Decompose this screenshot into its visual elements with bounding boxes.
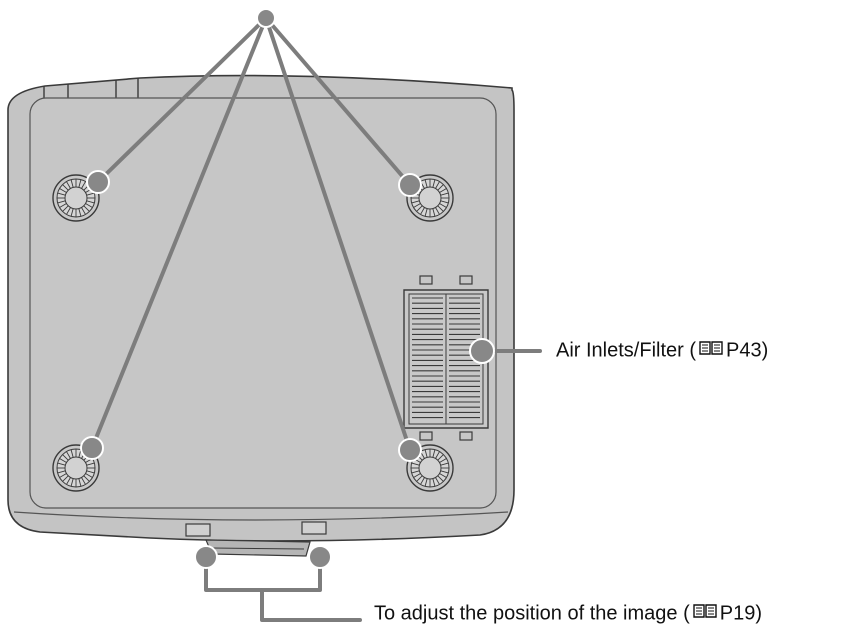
- callout-dots: [80, 8, 495, 569]
- book-icon: [699, 340, 723, 360]
- air-inlets-label-text: Air Inlets/Filter (: [556, 339, 697, 362]
- air-inlet-filter: [403, 275, 489, 441]
- projector-body: [7, 74, 515, 557]
- adjust-page-ref: P19): [719, 602, 762, 625]
- air-inlets-page-ref: P43): [726, 339, 769, 362]
- adjust-label-text: To adjust the position of the image (: [374, 602, 690, 625]
- feet-group: [52, 174, 454, 492]
- air-inlets-filter-label: Air Inlets/Filter ( P43): [556, 340, 768, 362]
- leader-lines: [90, 16, 542, 622]
- foot: [52, 174, 100, 222]
- adjust-position-label: To adjust the position of the image ( P19…: [374, 603, 762, 625]
- book-icon: [693, 603, 717, 623]
